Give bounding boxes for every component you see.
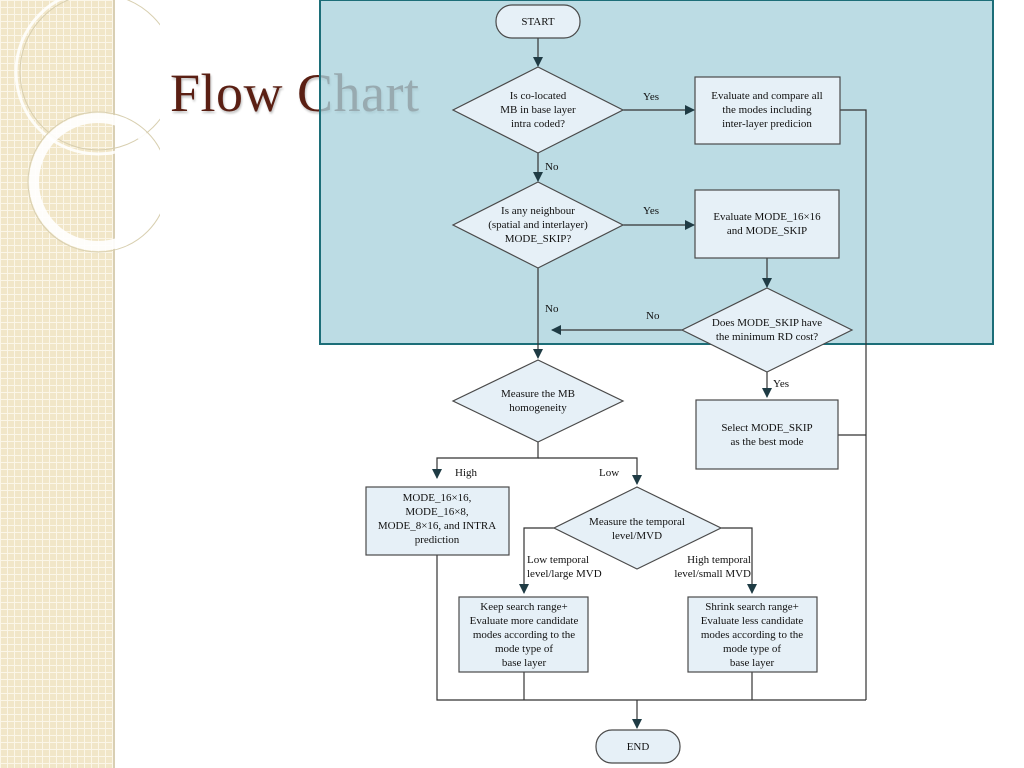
colocated-line-2: MB in base layer bbox=[500, 104, 576, 116]
select-skip-line-1: Select MODE_SKIP bbox=[721, 422, 812, 434]
decision-mb-homogeneity bbox=[451, 359, 625, 443]
eval-16-line-2: and MODE_SKIP bbox=[727, 225, 807, 237]
decision-temporal-level bbox=[552, 486, 723, 570]
neighbour-line-1: Is any neighbour bbox=[501, 205, 575, 217]
eval-all-line-1: Evaluate and compare all bbox=[711, 90, 822, 102]
colocated-line-1: Is co-located bbox=[510, 90, 567, 102]
high-modes-line-1: MODE_16×16, bbox=[403, 492, 472, 504]
highlight-panel bbox=[319, 0, 994, 345]
eval-all-line-3: inter-layer predicion bbox=[722, 118, 812, 130]
process-select-skip bbox=[695, 399, 839, 470]
decorative-circles bbox=[14, 0, 160, 253]
connectors bbox=[432, 38, 867, 729]
process-shrink-search-range bbox=[687, 596, 818, 673]
homogeneity-line-2: homogeneity bbox=[509, 402, 567, 414]
process-evaluate-all-modes bbox=[694, 76, 841, 145]
shrink-line-1: Shrink search range+ bbox=[705, 601, 799, 613]
keep-line-2: Evaluate more candidate bbox=[470, 615, 579, 627]
edge-label-low-temporal-2: level/large MVD bbox=[527, 568, 602, 580]
neighbour-line-3: MODE_SKIP? bbox=[505, 233, 572, 245]
keep-line-5: base layer bbox=[502, 657, 547, 669]
edge-label-yes-2: Yes bbox=[643, 205, 659, 217]
edge-label-high-temporal-2: level/small MVD bbox=[674, 568, 751, 580]
start-terminal bbox=[495, 4, 581, 39]
process-evaluate-16x16 bbox=[694, 189, 840, 259]
neighbour-line-2: (spatial and interlayer) bbox=[488, 219, 588, 231]
edge-label-low: Low bbox=[599, 467, 619, 479]
edge-label-high-temporal-1: High temporal bbox=[687, 554, 751, 566]
edge-label-high: High bbox=[455, 467, 478, 479]
eval-16-line-1: Evaluate MODE_16×16 bbox=[713, 211, 821, 223]
temporal-line-1: Measure the temporal bbox=[589, 516, 685, 528]
colocated-line-3: intra coded? bbox=[511, 118, 565, 130]
edge-label-yes-3: Yes bbox=[773, 378, 789, 390]
edge-label-no-1: No bbox=[545, 161, 559, 173]
edge-label-low-temporal-1: Low temporal bbox=[527, 554, 589, 566]
keep-line-3: modes according to the bbox=[473, 629, 575, 641]
decision-skip-min-cost bbox=[680, 287, 854, 373]
high-modes-line-2: MODE_16×8, bbox=[405, 506, 469, 518]
skip-min-line-2: the minimum RD cost? bbox=[716, 331, 818, 343]
high-modes-line-4: prediction bbox=[415, 534, 460, 546]
decision-neighbour-skip bbox=[451, 181, 625, 269]
shrink-line-2: Evaluate less candidate bbox=[701, 615, 804, 627]
edge-label-no-2: No bbox=[545, 303, 559, 315]
start-label: START bbox=[521, 16, 555, 28]
keep-line-4: mode type of bbox=[495, 643, 553, 655]
process-keep-search-range bbox=[458, 596, 589, 673]
decision-colocated-intra bbox=[451, 66, 625, 154]
end-label: END bbox=[627, 741, 650, 753]
edge-label-yes-1: Yes bbox=[643, 91, 659, 103]
shrink-line-4: mode type of bbox=[723, 643, 781, 655]
homogeneity-line-1: Measure the MB bbox=[501, 388, 575, 400]
edge-label-no-3: No bbox=[646, 310, 660, 322]
high-modes-line-3: MODE_8×16, and INTRA bbox=[378, 520, 496, 532]
temporal-line-2: level/MVD bbox=[612, 530, 662, 542]
end-terminal bbox=[595, 729, 681, 764]
keep-line-1: Keep search range+ bbox=[480, 601, 567, 613]
eval-all-line-2: the modes including bbox=[722, 104, 812, 116]
shrink-line-3: modes according to the bbox=[701, 629, 803, 641]
select-skip-line-2: as the best mode bbox=[730, 436, 803, 448]
skip-min-line-1: Does MODE_SKIP have bbox=[712, 317, 822, 329]
process-high-modes bbox=[365, 486, 510, 556]
shrink-line-5: base layer bbox=[730, 657, 775, 669]
